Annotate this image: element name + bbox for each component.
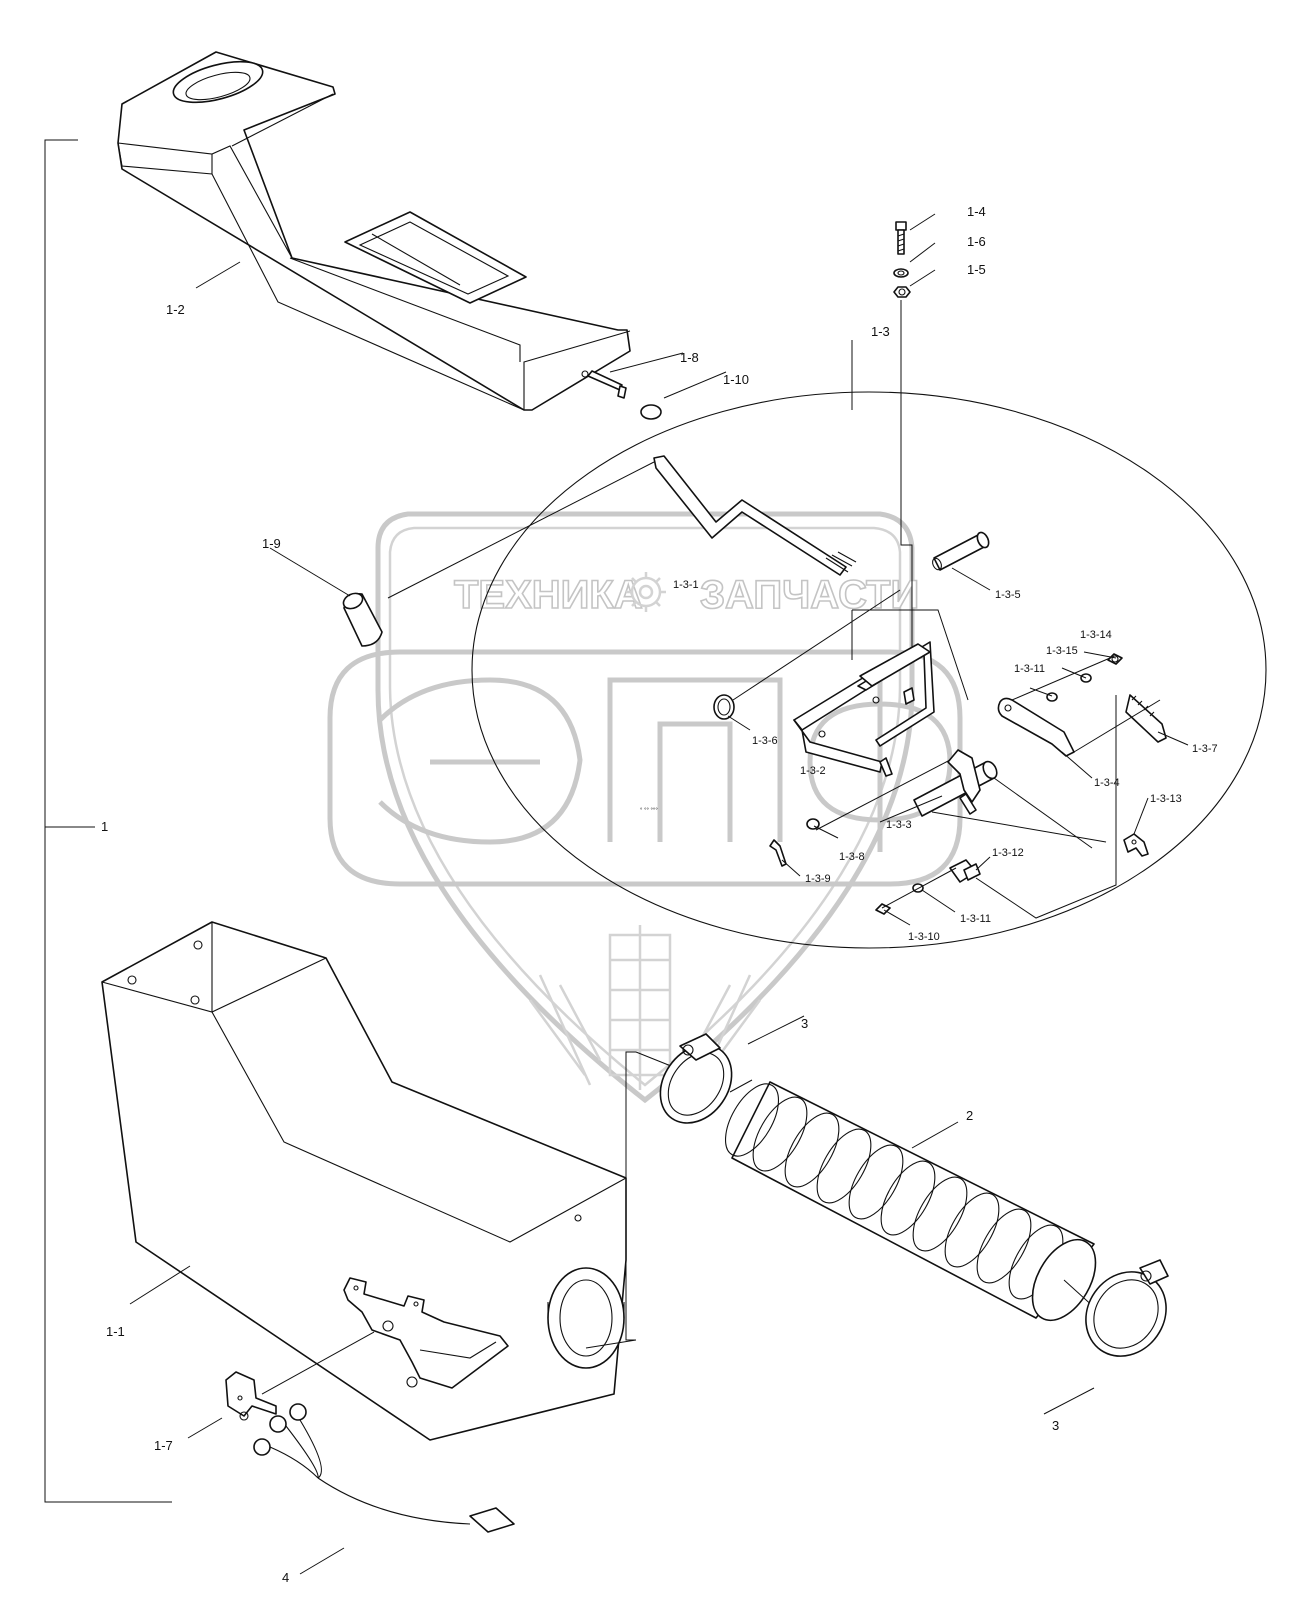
label-1-3-14: 1-3-14 <box>1080 629 1112 641</box>
label-1-10: 1-10 <box>723 372 749 387</box>
label-1-3-4: 1-3-4 <box>1094 777 1120 789</box>
bracket-1-3-4 <box>997 697 1075 757</box>
screw-1-3-14 <box>1107 653 1123 665</box>
label-1-3: 1-3 <box>871 324 890 339</box>
label-1-6: 1-6 <box>967 234 986 249</box>
watermark-banner <box>327 649 963 887</box>
label-1-3-7: 1-3-7 <box>1192 743 1218 755</box>
lever-rod-1-3-1 <box>387 455 857 599</box>
leader-lines <box>129 213 1189 1575</box>
part-labels: 1-2 1-8 1-10 1-4 1-6 1-5 1-3 1-9 1-3-1 1… <box>106 204 1218 1585</box>
washer-1-6 <box>893 268 909 278</box>
label-1-3-13: 1-3-13 <box>1150 793 1182 805</box>
label-1-4: 1-4 <box>967 204 986 219</box>
label-1-5: 1-5 <box>967 262 986 277</box>
watermark-shield-outline <box>375 511 915 1104</box>
label-1-3-3: 1-3-3 <box>886 819 912 831</box>
clip-1-3-13 <box>1123 833 1149 857</box>
frame-1-3-2 <box>793 641 935 777</box>
label-1-1: 1-1 <box>106 1324 125 1339</box>
nut-1-5 <box>893 286 911 298</box>
pin-1-3-5 <box>932 531 990 571</box>
oring-1-3-6 <box>713 694 735 720</box>
clamp-3-bottom <box>1085 1259 1169 1357</box>
label-1-3-10: 1-3-10 <box>908 931 940 943</box>
gear-icon <box>626 572 666 612</box>
label-1-3-6: 1-3-6 <box>752 735 778 747</box>
label-1-3-12: 1-3-12 <box>992 847 1024 859</box>
watermark: ТЕХНИКА ЗАПЧАСТИ <box>327 511 963 1104</box>
screw-1-8 <box>581 370 627 399</box>
label-1-3-2: 1-3-2 <box>800 765 826 777</box>
switch-1-7 <box>225 1371 277 1421</box>
detail-circle-1-3 <box>471 391 1267 949</box>
watermark-left-text: ТЕХНИКА <box>454 573 643 617</box>
knob-1-9 <box>342 592 383 647</box>
label-assembly: 1 <box>101 819 108 834</box>
watermark-shield-inner <box>388 526 902 1087</box>
cotter-pin-1-3-9 <box>769 839 787 867</box>
bolt-1-4 <box>895 221 907 255</box>
label-3-bottom: 3 <box>1052 1418 1059 1433</box>
assembly-bracket: 1 <box>44 139 172 1503</box>
label-1-3-1: 1-3-1 <box>673 579 699 591</box>
housing-1-1 <box>101 921 627 1441</box>
label-1-7: 1-7 <box>154 1438 173 1453</box>
label-1-3-11-top: 1-3-11 <box>1014 663 1045 675</box>
console-cover <box>117 51 631 411</box>
label-1-3-8: 1-3-8 <box>839 851 865 863</box>
hose-2 <box>724 1079 1107 1322</box>
switch-1-3-12 <box>949 859 981 883</box>
harness-4 <box>253 1403 515 1533</box>
label-1-8: 1-8 <box>680 350 699 365</box>
label-2: 2 <box>966 1108 973 1123</box>
label-4: 4 <box>282 1570 289 1585</box>
label-1-9: 1-9 <box>262 536 281 551</box>
label-3-top: 3 <box>801 1016 808 1031</box>
label-1-2: 1-2 <box>166 302 185 317</box>
tiny-detail-mark: ° °° °°° <box>640 808 658 814</box>
label-1-3-15: 1-3-15 <box>1046 645 1078 657</box>
label-1-3-11-bottom: 1-3-11 <box>960 913 991 925</box>
label-1-3-5: 1-3-5 <box>995 589 1021 601</box>
clamp-3-top <box>659 1033 733 1124</box>
spring-1-3-7 <box>1073 694 1167 753</box>
label-1-3-9: 1-3-9 <box>805 873 831 885</box>
cap-1-10 <box>640 404 662 420</box>
